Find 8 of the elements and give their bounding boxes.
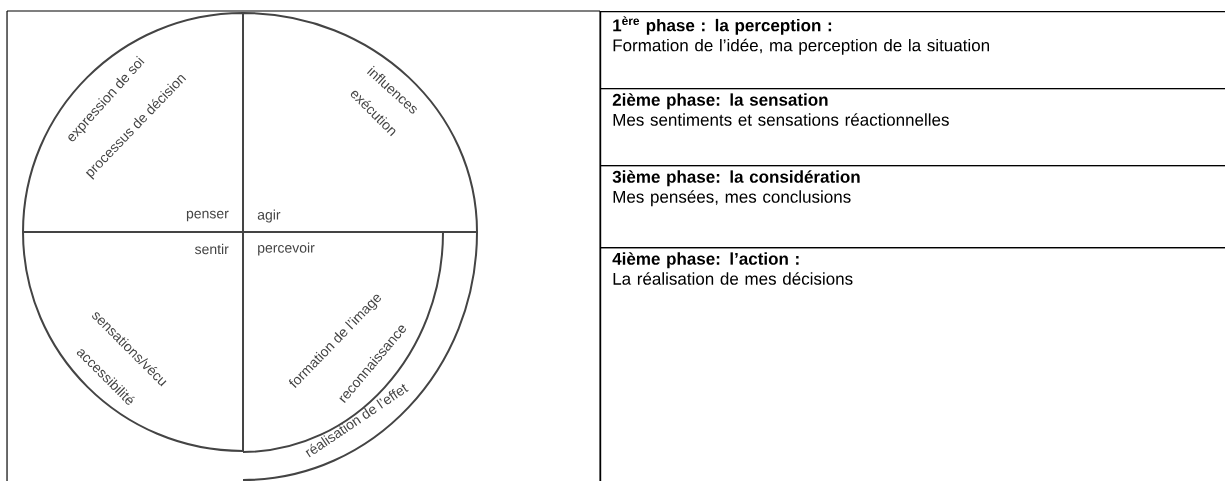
table-cell: 1$^{ère}$ phase : la perception : Formation de l’idée, ma perception de la situation	[600, 11, 1225, 90]
circle-label: percevoir	[258, 242, 315, 256]
table-cell: 3ième phase: la considération Mes pensées, mes conclusions	[600, 165, 1225, 249]
table-cell: 2ième phase: la sensation Mes sentiments et sensations réactionnelles	[600, 88, 1225, 167]
table-cell: 4ième phase: l’action : La réalisation de mes décisions	[600, 247, 1225, 481]
circle-label: agir	[257, 209, 281, 223]
circle-label: penser	[186, 210, 229, 222]
circle-label: sentir	[194, 243, 229, 255]
